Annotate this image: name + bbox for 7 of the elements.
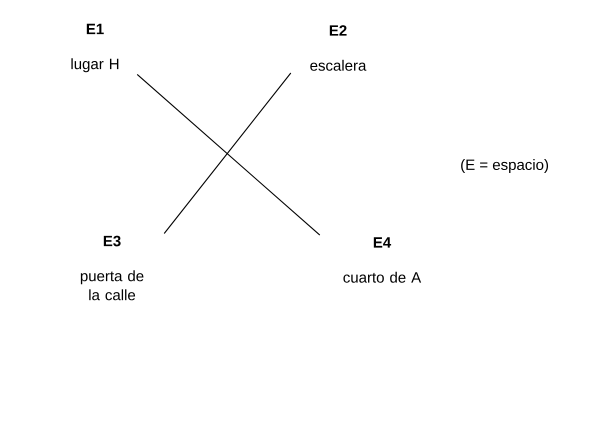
place-label: E3 puerta de la calle (80, 236, 144, 300)
place-label: E1 lugar H (71, 24, 118, 72)
connecting-line (164, 72, 292, 234)
place-label: E2 escalera (310, 25, 366, 71)
place-label: E4 cuarto de A (343, 237, 422, 283)
note-text: (E = espacio) (461, 159, 548, 173)
connecting-line (136, 74, 320, 236)
